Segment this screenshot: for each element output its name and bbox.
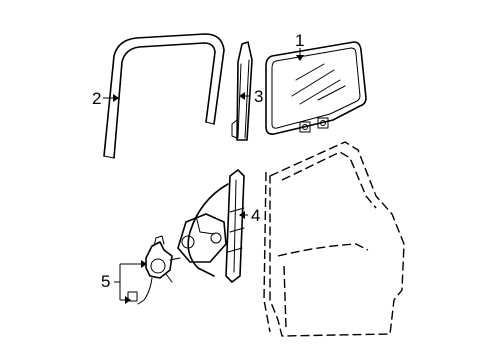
callout-3-label: 3 (254, 87, 263, 106)
callout-2: 2 (92, 89, 119, 108)
rear-door-outline (263, 141, 405, 337)
door-glass (265, 41, 367, 135)
callout-5-label: 5 (101, 272, 110, 291)
glass-run-channel (103, 33, 225, 159)
window-regulator (177, 169, 245, 283)
callout-1-label: 1 (295, 31, 304, 50)
callout-4: 4 (239, 206, 260, 225)
callout-3: 3 (239, 87, 263, 106)
callout-5: 5 (101, 260, 147, 304)
callout-1: 1 (295, 31, 304, 61)
callout-2-label: 2 (92, 89, 101, 108)
division-bar (231, 41, 253, 141)
callout-4-label: 4 (251, 206, 260, 225)
regulator-motor (127, 235, 181, 305)
